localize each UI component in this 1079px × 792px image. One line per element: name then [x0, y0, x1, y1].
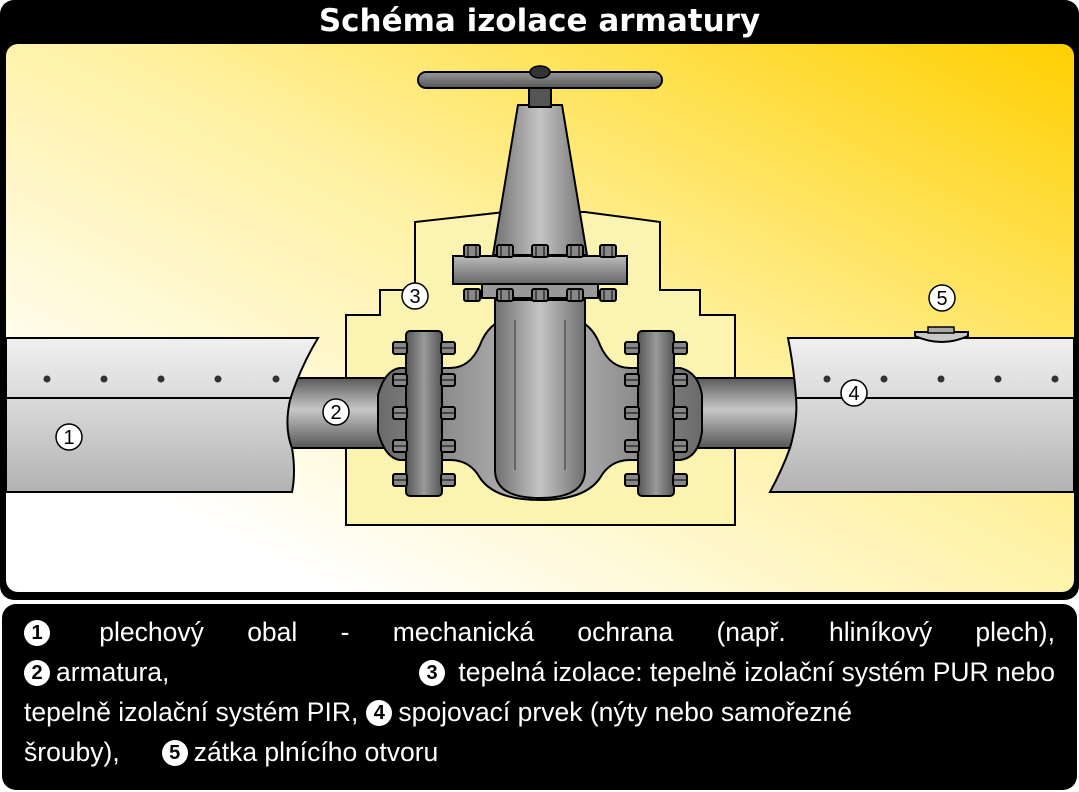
fill-plug — [914, 331, 969, 343]
rivet-icon — [43, 375, 51, 383]
legend-text-5: zátka plnícího otvoru — [193, 737, 439, 767]
legend-text-4-cont: šrouby), — [24, 737, 120, 767]
number-5-icon: 5 — [161, 740, 188, 766]
number-4-icon: 4 — [366, 700, 393, 726]
legend-text-1-word: (např. — [716, 617, 786, 647]
rivet-icon — [823, 375, 831, 383]
rivet-icon — [214, 375, 222, 383]
legend-text-1-word: plechový — [99, 617, 204, 647]
flange-right — [637, 330, 675, 497]
diagram-title: Schéma izolace armatury — [318, 3, 761, 39]
svg-text:3: 3 — [409, 286, 420, 308]
callout-3: 3 — [401, 282, 429, 310]
legend-item-3: 3 tepelná izolace: tepelně izolační syst… — [419, 652, 1055, 692]
legend-text-3-cont: tepelně izolační systém PIR, — [24, 697, 359, 727]
valve-gate — [494, 299, 586, 500]
svg-text:1: 1 — [63, 427, 74, 449]
svg-text:2: 2 — [330, 402, 341, 424]
rivets-left — [43, 375, 280, 383]
rivet-icon — [157, 375, 165, 383]
bonnet-flange — [452, 255, 628, 285]
legend-text-1-word: obal — [247, 617, 298, 647]
legend-text-1-word: mechanická — [392, 617, 535, 647]
legend-text-1-word: ochrana — [577, 617, 674, 647]
rivet-icon — [1051, 375, 1059, 383]
callout-5: 5 — [928, 284, 956, 312]
legend-text-2: armatura, — [56, 657, 170, 687]
legend-text-1-word: hliníkový — [829, 617, 933, 647]
legend-text-1-word: - — [340, 617, 350, 647]
legend-text-4: spojovací prvek (nýty nebo samořezné — [398, 697, 853, 727]
rivet-icon — [937, 375, 945, 383]
legend-text-1-word: plech), — [975, 617, 1055, 647]
rivet-icon — [100, 375, 108, 383]
svg-text:4: 4 — [848, 383, 859, 405]
legend-box: 1 plechový obal - mechanická ochrana (např. hl… — [2, 604, 1077, 790]
number-3-icon: 3 — [419, 660, 446, 686]
valve-insulation-diagram: 1 2 3 4 5 — [5, 44, 1075, 592]
rivet-icon — [272, 375, 280, 383]
metal-casing-right — [768, 337, 1075, 493]
callout-4: 4 — [840, 379, 868, 407]
legend-line-1: 1 plechový obal - mechanická ochrana (např. hl… — [24, 612, 1055, 652]
number-1-icon: 1 — [24, 620, 50, 646]
legend-item-1: 1 — [24, 612, 56, 652]
rivet-icon — [994, 375, 1002, 383]
callout-2: 2 — [322, 398, 350, 426]
rivets-right — [823, 375, 1059, 383]
flange-left — [405, 330, 443, 497]
fill-plug-cap — [927, 326, 955, 334]
rivet-icon — [880, 375, 888, 383]
number-2-icon: 2 — [24, 660, 50, 686]
callout-1: 1 — [55, 423, 83, 451]
svg-text:5: 5 — [936, 288, 947, 310]
metal-casing-left — [5, 337, 320, 493]
legend-text-3: tepelná izolace: tepelně izolační systém… — [451, 657, 1055, 687]
